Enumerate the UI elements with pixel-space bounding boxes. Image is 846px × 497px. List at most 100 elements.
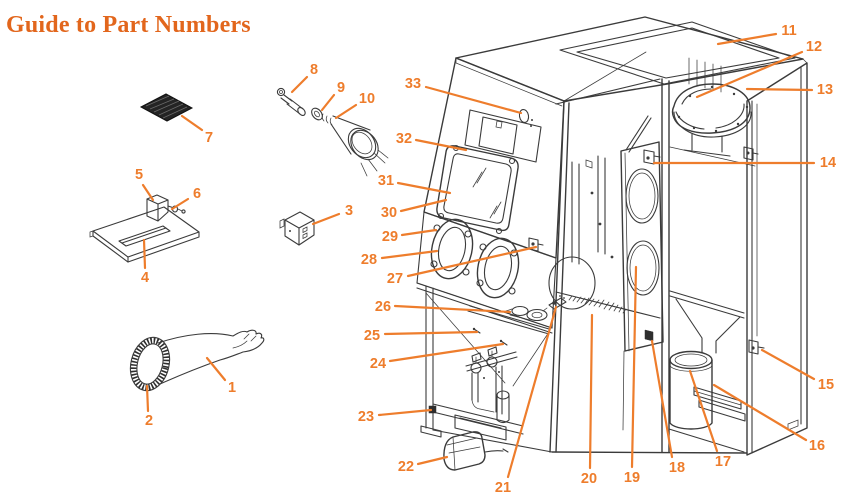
callout-leader-17-collection-drum [688,369,719,453]
callout-leader-32-window-frame-top [414,138,468,152]
callout-number-18-filter-panel-clip: 18 [669,460,685,476]
callout-leader-25-panel-screw-upper [383,330,479,336]
callout-leader-7-sealing-pad [180,114,204,132]
callout-number-2-glove-cuff-ring: 2 [145,413,153,429]
callout-leader-8-nozzle-fitting [290,75,309,94]
callout-number-29-glove-port-bolt: 29 [382,229,398,245]
callout-leader-22-foot-pedal [416,455,449,466]
floor-grate [559,295,627,314]
work-fixture [505,305,548,322]
nozzle-holder [542,297,567,312]
glove-assembly [129,329,265,392]
callout-number-23-frame-bolt: 23 [358,409,374,425]
callout-number-14-inner-panel-latch: 14 [820,155,836,171]
callout-number-9-nozzle-washer: 9 [337,80,345,96]
callout-number-22-foot-pedal: 22 [398,459,414,475]
page-title: Guide to Part Numbers [6,12,251,38]
callout-leader-33-indicator-light [424,85,523,115]
callout-number-17-collection-drum: 17 [715,454,731,470]
viewing-window [436,144,519,235]
cabinet-top [455,16,804,107]
callout-leader-31-window-glass [396,181,452,195]
callout-leader-5-junction-box [141,183,155,202]
foot-pedal [443,431,509,471]
callout-number-26-work-fixture: 26 [375,299,391,315]
reclaim-compartment [668,103,758,453]
nozzle-assembly [276,87,389,177]
callout-leader-28-glove-port-ring [380,249,439,260]
callout-number-7-sealing-pad: 7 [205,130,213,146]
callout-number-27-panel-latch: 27 [387,271,403,287]
callout-number-33-indicator-light: 33 [405,76,421,92]
callout-number-32-window-frame-top: 32 [396,131,412,147]
callout-leader-30-window-frame [399,198,448,213]
door-latch [748,339,765,355]
callout-leader-23-frame-bolt [377,408,433,417]
callout-number-5-junction-box: 5 [135,167,143,183]
callout-number-25-panel-screw-upper: 25 [364,328,380,344]
valve-assembly [465,346,518,424]
chamber-interior [548,78,661,319]
callout-number-6-plate-fitting: 6 [193,186,201,202]
callout-leader-26-work-fixture [393,304,512,314]
collection-drum [669,350,713,430]
callout-leader-24-panel-screw-lower [388,342,505,363]
filter-panel [620,115,664,431]
callout-leader-4-mounting-plate [142,238,147,270]
callout-number-15-door-latch: 15 [818,377,834,393]
glove-port-left [430,218,474,280]
hinge-post-latch [743,146,759,161]
callout-leader-27-panel-latch [406,245,538,278]
chamber-drum [548,256,596,310]
glove-port-right [476,237,520,299]
callout-leader-15-door-latch [760,348,816,381]
hood-right-edge [549,100,570,453]
callout-leader-13-right-door [745,87,814,92]
blower [669,57,756,167]
control-box-part [279,211,315,246]
callout-leader-12-blower [695,50,804,99]
callout-number-20-floor-grate: 20 [581,471,597,487]
callout-number-24-panel-screw-lower: 24 [370,356,386,372]
light-opening [464,109,542,163]
filter-panel-clip [644,329,654,342]
callout-number-8-nozzle-fitting: 8 [310,62,318,78]
callout-leader-1-glove [205,356,227,382]
callout-number-21-nozzle-holder: 21 [495,480,511,496]
callout-number-19-filter-opening: 19 [624,470,640,486]
callout-leader-20-floor-grate [588,313,594,470]
callout-leader-3-control-box [311,212,341,226]
callout-number-16-base-rails: 16 [809,438,825,454]
panel-latch [528,237,544,252]
callout-number-1-glove: 1 [228,380,236,396]
callout-number-12-blower: 12 [806,39,822,55]
panel-screws [472,327,508,346]
callout-leader-10-spray-nozzle [334,103,358,120]
base-rails [693,386,746,422]
callout-leader-2-glove-cuff-ring [145,384,150,413]
right-door [746,58,808,456]
callout-number-31-window-glass: 31 [378,173,394,189]
center-partition [643,78,759,453]
callout-number-11-top-frame: 11 [781,23,796,39]
callout-number-30-window-frame: 30 [381,205,397,221]
callout-leader-16-base-rails [712,383,808,442]
callout-leader-6-plate-fitting [170,197,190,211]
callout-number-28-glove-port-ring: 28 [361,252,377,268]
callout-leader-29-glove-port-bolt [400,228,438,237]
callout-number-4-mounting-plate: 4 [141,270,149,286]
callout-leader-18-filter-panel-clip [650,339,674,459]
indicator-light [518,109,533,127]
callout-layer: 1234567891011121314151617181920212223242… [135,23,836,496]
callout-leader-9-nozzle-washer [320,93,336,112]
cabinet-bottom-edge [551,451,748,454]
callout-number-10-spray-nozzle: 10 [359,91,375,107]
callout-leader-21-nozzle-holder [506,305,558,479]
sealing-pad-part [139,93,194,122]
callout-number-3-control-box: 3 [345,203,353,219]
callout-leader-19-filter-opening [630,265,638,469]
cabinet-assembly [416,16,808,471]
sloped-front-panel [423,57,565,259]
